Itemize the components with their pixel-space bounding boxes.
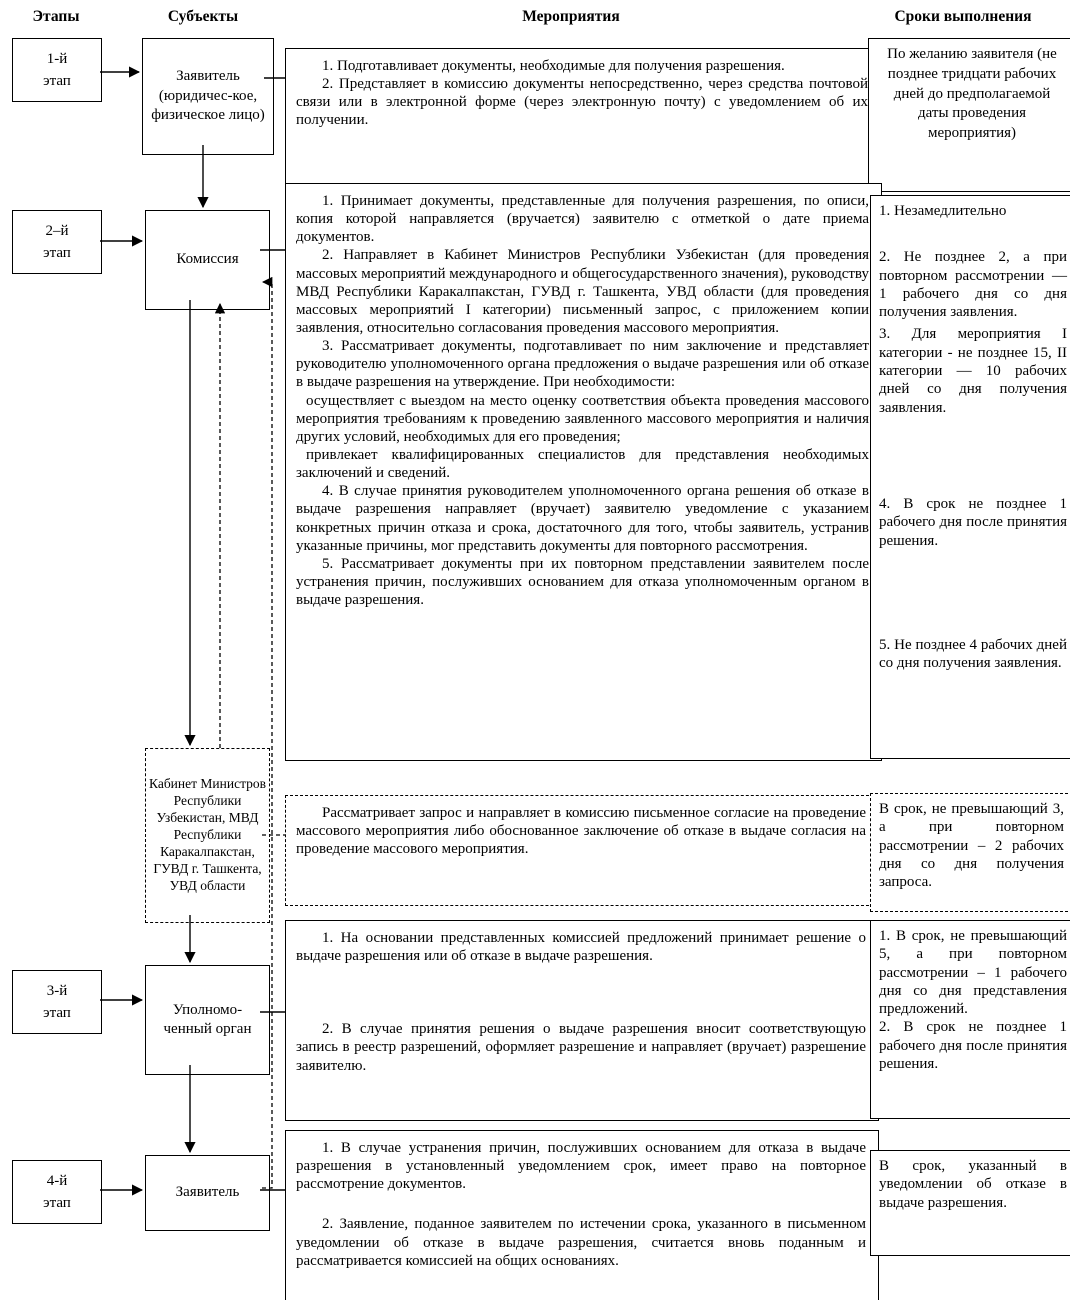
activities-row1-box: 1. Подготавливает документы, необходимые… [285,48,881,184]
subject-applicant2-box: Заявитель [145,1155,270,1231]
activity-item: 3. Рассматривает документы, подготавлива… [296,338,869,391]
stage-2-label: 2–й этап [43,222,71,262]
activity-item: Рассматривает запрос и направляет в коми… [296,805,866,858]
subject-cabinet-label: Кабинет Министров Республики Узбекистан,… [149,776,267,893]
subject-cabinet-box: Кабинет Министров Республики Узбекистан,… [145,748,270,923]
column-header-subjects: Субъекты [167,8,239,25]
activity-item: 1. В случае устранения причин, послуживш… [296,1140,866,1193]
activity-item: привлекает квалифицированных специалисто… [296,446,869,482]
stage-4-label: 4-й этап [43,1172,71,1212]
subject-authorized-body-box: Уполномо-ченный орган [145,965,270,1075]
deadline-row1-box: По желанию заявителя (не позднее тридцат… [868,38,1070,192]
activity-item: 4. В случае принятия руководителем уполн… [296,483,869,554]
activities-row4-box: 1. В случае устранения причин, послуживш… [285,1130,879,1300]
activity-item: 2. Представляет в комиссию документы неп… [296,76,868,129]
deadline-item: 2. Не позднее 2, а при повторном рассмот… [879,249,1067,321]
activities-row2-box: 1. Принимает документы, представленные д… [285,183,882,761]
deadline-row3-box: 1. В срок, не превышающий 5, а при повто… [870,920,1070,1119]
activities-approval-box: Рассматривает запрос и направляет в коми… [285,795,879,906]
deadline-item: 1. Незамедлительно [879,203,1007,219]
deadline-row2-box: 1. Незамедлительно 2. Не позднее 2, а пр… [870,195,1070,759]
stage-2-box: 2–й этап [12,210,102,274]
stage-1-box: 1-й этап [12,38,102,102]
subject-applicant-box: Заявитель (юридичес-кое, физическое лицо… [142,38,274,155]
deadline-item: По желанию заявителя (не позднее тридцат… [887,46,1057,142]
deadline-item: В срок, указанный в уведомлении об отказ… [879,1158,1067,1211]
stage-3-label: 3-й этап [43,982,71,1022]
activity-item: 1. Подготавливает документы, необходимые… [322,58,785,74]
deadline-row4-box: В срок, указанный в уведомлении об отказ… [870,1150,1070,1256]
deadline-approval-box: В срок, не превышающий 3, а при повторно… [870,793,1070,912]
activity-item: 1. Принимает документы, представленные д… [296,193,869,246]
deadline-item: В срок, не превышающий 3, а при повторно… [879,801,1064,891]
subject-commission-label: Комиссия [176,251,239,268]
subject-applicant2-label: Заявитель [175,1184,240,1201]
activity-item: осуществляет с выездом на место оценку с… [296,392,869,445]
deadline-item: 4. В срок не позднее 1 рабочего дня посл… [879,495,1067,549]
activity-item: 2. В случае принятия решения о выдаче ра… [296,1021,866,1074]
column-header-stages: Этапы [32,8,80,25]
subject-authorized-body-label: Уполномо-ченный орган [163,1001,252,1038]
stage-3-box: 3-й этап [12,970,102,1034]
deadline-item: 3. Для мероприятия I категории - не позд… [879,326,1067,416]
stage-4-box: 4-й этап [12,1160,102,1224]
activity-item: 1. На основании представленных комиссией… [296,930,866,965]
activities-row3-box: 1. На основании представленных комиссией… [285,920,879,1121]
column-header-deadlines: Сроки выполнения [894,8,1032,25]
deadline-item: 5. Не позднее 4 рабочих дней со дня полу… [879,636,1067,672]
subject-applicant-label: Заявитель (юридичес-кое, физическое лицо… [151,68,265,124]
column-header-activities: Мероприятия [522,8,620,25]
activity-item: 2. Направляет в Кабинет Министров Респуб… [296,247,869,336]
stage-1-label: 1-й этап [43,50,71,90]
activity-item: 5. Рассматривает документы при их повтор… [296,555,869,609]
subject-commission-box: Комиссия [145,210,270,310]
deadline-item: 2. В срок не позднее 1 рабочего дня посл… [879,1019,1067,1073]
deadline-item: 1. В срок, не превышающий 5, а при повто… [879,928,1067,1018]
activity-item: 2. Заявление, поданное заявителем по ист… [296,1216,866,1269]
